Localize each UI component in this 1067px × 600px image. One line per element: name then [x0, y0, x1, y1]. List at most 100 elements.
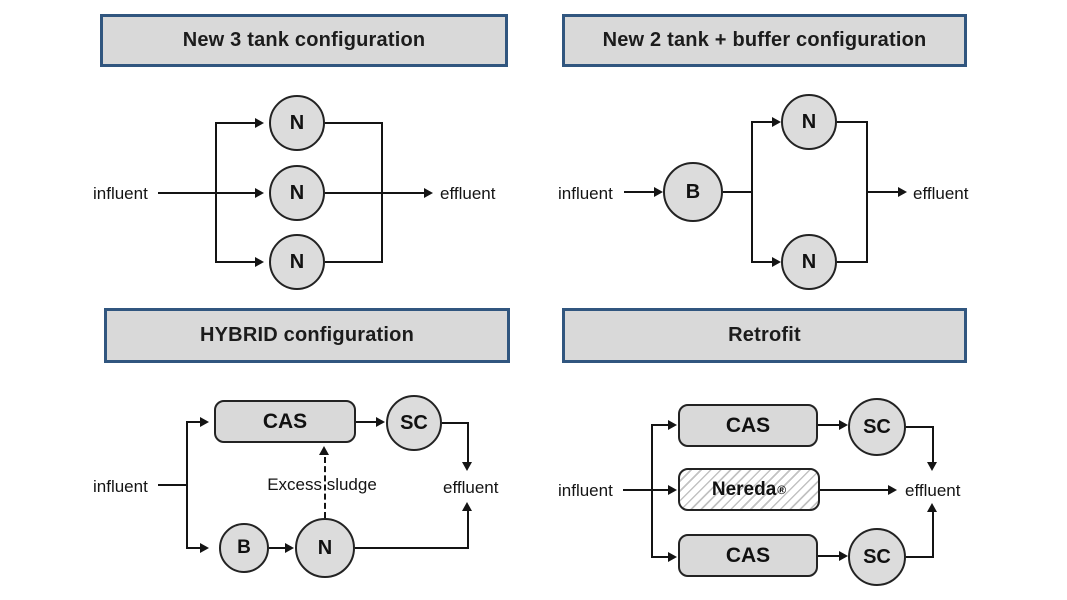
connector-line — [215, 261, 255, 263]
node-label: CAS — [725, 413, 771, 437]
connector-line — [651, 489, 668, 491]
excess-sludge-label: Excess sludge — [267, 475, 377, 494]
arrowhead-right-icon — [839, 551, 848, 561]
node-label: B — [237, 537, 251, 558]
node-label: N — [289, 181, 305, 204]
effluent-label: effluent — [905, 481, 961, 500]
arrowhead-right-icon — [839, 420, 848, 430]
arrowhead-right-icon — [200, 543, 209, 553]
connector-line — [906, 426, 934, 428]
arrowhead-right-icon — [424, 188, 433, 198]
arrowhead-right-icon — [668, 485, 677, 495]
arrowhead-down-icon — [462, 462, 472, 471]
panel-title-text: Retrofit — [728, 324, 801, 346]
connector-line — [442, 422, 469, 424]
cas-box: CAS — [678, 534, 818, 577]
effluent-label: effluent — [913, 184, 969, 203]
cas-box: CAS — [678, 404, 818, 447]
arrowhead-right-icon — [200, 417, 209, 427]
effluent-label: effluent — [443, 478, 499, 497]
node-label: SC — [863, 415, 891, 438]
arrowhead-right-icon — [668, 552, 677, 562]
node-label: N — [801, 110, 817, 133]
connector-line — [325, 122, 383, 124]
connector-line — [820, 489, 888, 491]
node-label: SC — [400, 411, 428, 434]
panel-title-text: New 2 tank + buffer configuration — [602, 29, 927, 51]
arrowhead-up-icon — [927, 503, 937, 512]
node-label: SC — [863, 545, 891, 568]
influent-label: influent — [93, 477, 148, 496]
connector-line — [467, 511, 469, 549]
panel-title-text: HYBRID configuration — [200, 324, 414, 346]
arrowhead-right-icon — [255, 118, 264, 128]
n-tank-node: N — [295, 518, 355, 578]
arrowhead-right-icon — [772, 117, 781, 127]
arrowhead-up-icon — [462, 502, 472, 511]
arrowhead-right-icon — [255, 257, 264, 267]
panel-title-new-2-tank-buffer: New 2 tank + buffer configuration — [562, 14, 967, 67]
arrowhead-down-icon — [927, 462, 937, 471]
arrowhead-right-icon — [654, 187, 663, 197]
node-label: Nereda — [711, 478, 777, 500]
influent-label: influent — [558, 184, 613, 203]
split-rail-left — [186, 421, 188, 549]
connector-line — [355, 547, 469, 549]
n-tank-node: N — [781, 234, 837, 290]
connector-line — [723, 191, 753, 193]
arrowhead-up-icon — [319, 446, 329, 455]
connector-line — [837, 261, 868, 263]
effluent-label: effluent — [440, 184, 496, 203]
connector-line — [215, 192, 255, 194]
arrowhead-right-icon — [376, 417, 385, 427]
node-label: B — [685, 180, 701, 203]
connector-line — [624, 191, 654, 193]
excess-sludge-dashed-line — [324, 457, 326, 518]
arrowhead-right-icon — [888, 485, 897, 495]
node-label: CAS — [725, 543, 771, 567]
arrowhead-right-icon — [898, 187, 907, 197]
influent-label: influent — [93, 184, 148, 203]
connector-line — [906, 556, 934, 558]
arrowhead-right-icon — [772, 257, 781, 267]
sc-clarifier-node: SC — [386, 395, 442, 451]
node-label: N — [289, 250, 305, 273]
panel-title-text: New 3 tank configuration — [182, 29, 426, 51]
buffer-tank-node: B — [219, 523, 269, 573]
sc-clarifier-node: SC — [848, 398, 906, 456]
n-tank-node: N — [781, 94, 837, 150]
connector-line — [751, 121, 772, 123]
connector-line — [651, 424, 668, 426]
node-label: N — [317, 536, 333, 559]
connector-line — [932, 512, 934, 557]
connector-line — [467, 422, 469, 462]
connector-line — [158, 484, 188, 486]
connector-line — [356, 421, 376, 423]
connector-line — [866, 191, 898, 193]
connector-line — [381, 192, 424, 194]
connector-line — [186, 421, 200, 423]
panel-title-retrofit: Retrofit — [562, 308, 967, 363]
connector-line — [325, 192, 383, 194]
node-label: N — [801, 250, 817, 273]
n-tank-node: N — [269, 95, 325, 151]
arrowhead-right-icon — [668, 420, 677, 430]
connector-line — [818, 424, 839, 426]
n-tank-node: N — [269, 165, 325, 221]
cas-box: CAS — [214, 400, 356, 443]
nereda-reactor-box: Nereda® — [678, 468, 820, 511]
connector-line — [651, 556, 668, 558]
panel-title-new-3-tank: New 3 tank configuration — [100, 14, 508, 67]
node-label: CAS — [262, 409, 308, 433]
connector-line — [751, 261, 772, 263]
connector-line — [186, 547, 200, 549]
connector-line — [623, 489, 653, 491]
connector-line — [158, 192, 216, 194]
buffer-tank-node: B — [663, 162, 723, 222]
arrowhead-right-icon — [255, 188, 264, 198]
split-rail-left — [751, 121, 753, 263]
connector-line — [818, 555, 839, 557]
node-label: N — [289, 111, 305, 134]
n-tank-node: N — [269, 234, 325, 290]
